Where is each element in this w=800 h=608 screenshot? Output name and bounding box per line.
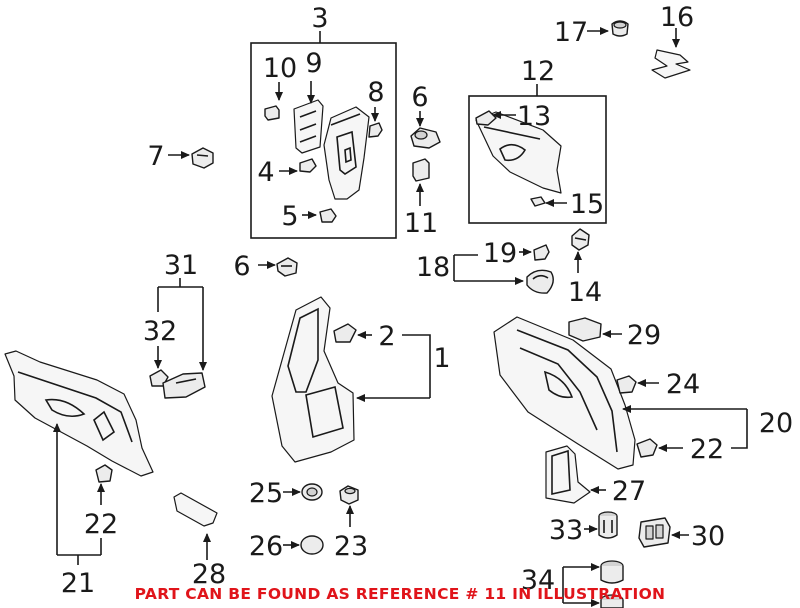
part-33-fastener bbox=[598, 511, 618, 539]
group-box-3 bbox=[250, 42, 397, 239]
part-3-pillar-trim bbox=[323, 106, 370, 200]
callout-34: 34 bbox=[521, 565, 555, 596]
callout-23: 23 bbox=[334, 531, 368, 562]
callout-16: 16 bbox=[660, 2, 694, 33]
part-21-left-trim bbox=[4, 350, 154, 477]
part-22-clip-left bbox=[95, 464, 113, 483]
callout-30: 30 bbox=[691, 521, 725, 552]
part-29-clip bbox=[568, 317, 602, 342]
callout-7: 7 bbox=[147, 141, 164, 172]
callout-4: 4 bbox=[257, 157, 274, 188]
part-34-caps bbox=[600, 560, 624, 608]
callout-21: 21 bbox=[61, 568, 95, 599]
part-5-clip bbox=[319, 208, 337, 223]
callout-6-lower: 6 bbox=[233, 251, 250, 282]
part-20-side-trim bbox=[493, 316, 636, 470]
part-12-quarter-trim bbox=[475, 111, 562, 194]
callout-19: 19 bbox=[483, 238, 517, 269]
part-14-clip bbox=[571, 228, 590, 251]
callout-labels: 3 10 9 8 4 5 6 11 7 17 16 12 13 15 19 18… bbox=[61, 2, 793, 599]
leader-lines bbox=[53, 27, 748, 607]
callout-24: 24 bbox=[666, 369, 700, 400]
part-18-cover bbox=[526, 269, 554, 294]
part-15-clip bbox=[530, 196, 546, 207]
part-25-grommet bbox=[301, 483, 323, 501]
part-8-clip bbox=[368, 122, 383, 138]
part-31-lamp bbox=[162, 372, 206, 399]
part-16-bracket bbox=[651, 49, 691, 79]
callout-14: 14 bbox=[568, 277, 602, 308]
part-30-switch bbox=[638, 517, 671, 548]
callout-17: 17 bbox=[554, 17, 588, 48]
callout-9: 9 bbox=[305, 48, 322, 79]
callout-25: 25 bbox=[249, 478, 283, 509]
callout-5: 5 bbox=[281, 201, 298, 232]
callout-28: 28 bbox=[192, 559, 226, 590]
part-19-clip bbox=[533, 244, 550, 261]
part-4-clip bbox=[299, 158, 317, 173]
part-2-clip bbox=[333, 323, 357, 343]
part-13-clip bbox=[475, 110, 497, 126]
callout-18: 18 bbox=[416, 252, 450, 283]
part-11-plug bbox=[412, 158, 430, 182]
callout-26: 26 bbox=[249, 531, 283, 562]
callout-27: 27 bbox=[612, 476, 646, 507]
part-26-plug bbox=[300, 535, 324, 555]
part-17-clip bbox=[611, 20, 629, 37]
part-24-clip bbox=[616, 375, 637, 394]
part-6-clip-upper bbox=[410, 127, 441, 149]
callout-20: 20 bbox=[759, 408, 793, 439]
callout-15: 15 bbox=[570, 189, 604, 220]
part-7-clip bbox=[191, 147, 214, 169]
callout-10: 10 bbox=[263, 53, 297, 84]
callout-12: 12 bbox=[521, 56, 555, 87]
callout-29: 29 bbox=[627, 320, 661, 351]
part-23-clip bbox=[339, 485, 359, 505]
part-27-bracket bbox=[545, 445, 591, 504]
part-22-clip-right bbox=[636, 438, 658, 458]
part-6-clip-lower bbox=[276, 257, 298, 277]
part-28-strip bbox=[173, 492, 218, 527]
callout-2: 2 bbox=[378, 321, 395, 352]
callout-22-left: 22 bbox=[84, 509, 118, 540]
callout-13: 13 bbox=[517, 101, 551, 132]
callout-22-right: 22 bbox=[690, 434, 724, 465]
reference-notice: PART CAN BE FOUND AS REFERENCE # 11 IN I… bbox=[135, 585, 666, 603]
part-10-clip bbox=[264, 105, 280, 121]
callout-8: 8 bbox=[367, 77, 384, 108]
callout-1: 1 bbox=[433, 343, 450, 374]
callout-33: 33 bbox=[549, 515, 583, 546]
callout-11: 11 bbox=[404, 208, 438, 239]
callout-3: 3 bbox=[311, 3, 328, 34]
callout-31: 31 bbox=[164, 250, 198, 281]
part-1-panel bbox=[271, 296, 355, 463]
callout-6-upper: 6 bbox=[411, 82, 428, 113]
callout-32: 32 bbox=[143, 316, 177, 347]
